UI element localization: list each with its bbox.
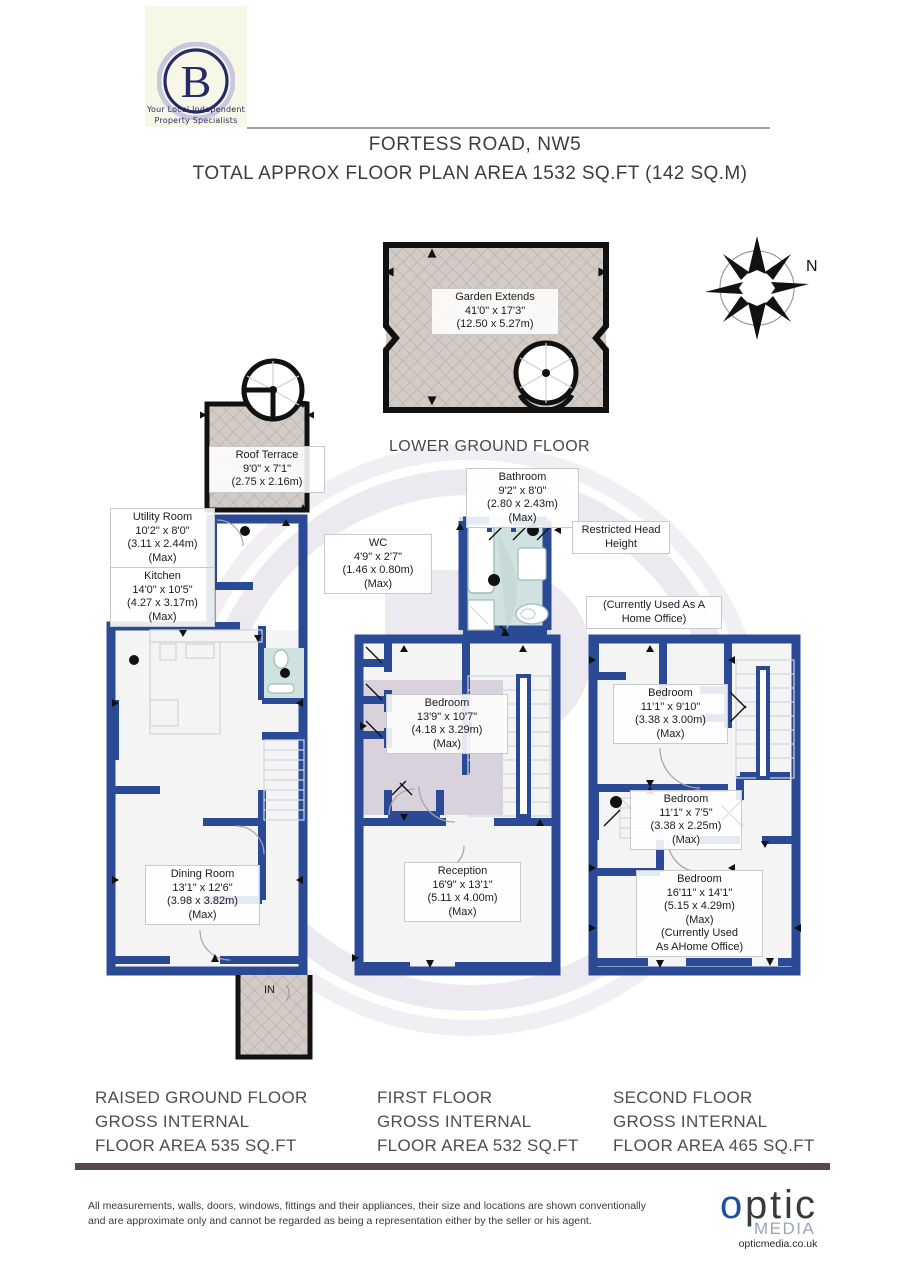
bedroom-second-b-metric: (3.38 x 2.25m) xyxy=(650,820,722,832)
page-header: B Your Local Independent Property Specia… xyxy=(0,0,905,200)
garden-spiral-stair-icon xyxy=(513,340,579,413)
bathroom-name: Bathroom xyxy=(498,471,547,483)
label-wc: WC 4'9" x 2'7" (1.46 x 0.80m) (Max) xyxy=(324,534,432,594)
page-subtitle: TOTAL APPROX FLOOR PLAN AREA 1532 SQ.FT … xyxy=(192,163,748,184)
reception-imperial: 16'9" x 13'1" xyxy=(432,878,493,891)
bedroom-first-note: (Max) xyxy=(432,737,462,750)
label-home-office-note: (Currently Used As A Home Office) xyxy=(586,596,722,629)
logo-tagline-line2: Property Specialists xyxy=(154,116,238,125)
dining-room-note: (Max) xyxy=(188,908,217,921)
bedroom-second-b-note: (Max) xyxy=(671,833,701,846)
label-dining-room: Dining Room 13'1" x 12'6" (3.98 x 3.82m)… xyxy=(145,865,260,925)
caption-second-floor: SECOND FLOOR GROSS INTERNAL FLOOR AREA 4… xyxy=(613,1088,815,1155)
caption-lower-ground: LOWER GROUND FLOOR xyxy=(389,438,590,455)
bathroom-metric: (2.80 x 2.43m) xyxy=(487,498,558,510)
wc-metric: (1.46 x 0.80m) xyxy=(342,564,414,576)
utility-room-name: Utility Room xyxy=(132,511,193,523)
bedroom-second-c-note: (Max) (Currently Used As AHome Office) xyxy=(655,913,744,953)
kitchen-imperial: 14'0" x 10'5" xyxy=(132,583,193,596)
label-garden-extends: Garden Extends 41'0" x 17'3" (12.50 x 5.… xyxy=(431,288,559,335)
reception-name: Reception xyxy=(437,865,488,877)
svg-text:MEDIA: MEDIA xyxy=(754,1219,815,1238)
bedroom-second-c-metric: (5.15 x 4.29m) xyxy=(664,900,735,912)
reception-metric: (5.11 x 4.00m) xyxy=(427,892,498,904)
svg-text:p: p xyxy=(745,1183,767,1227)
kitchen-note: (Max) xyxy=(148,610,177,623)
label-reception: Reception 16'9" x 13'1" (5.11 x 4.00m) (… xyxy=(404,862,521,922)
bedroom-first-name: Bedroom xyxy=(424,697,470,709)
utility-room-note: (Max) xyxy=(148,551,177,564)
caption-first-floor: FIRST FLOOR GROSS INTERNAL FLOOR AREA 53… xyxy=(377,1088,579,1155)
label-bathroom: Bathroom 9'2" x 8'0" (2.80 x 2.43m) (Max… xyxy=(466,468,579,528)
kitchen-metric: (4.27 x 3.17m) xyxy=(127,597,198,609)
label-bedroom-first: Bedroom 13'9" x 10'7" (4.18 x 3.29m) (Ma… xyxy=(386,694,508,754)
bedroom-second-b-name: Bedroom xyxy=(663,793,709,805)
label-roof-terrace: Roof Terrace 9'0" x 7'1" (2.75 x 2.16m) xyxy=(209,446,325,493)
wc-note: (Max) xyxy=(363,577,393,590)
bedroom-second-a-note: (Max) xyxy=(656,727,685,740)
label-utility-room: Utility Room 10'2" x 8'0" (3.11 x 2.44m)… xyxy=(110,508,215,568)
page-title: FORTESS ROAD, NW5 xyxy=(368,134,582,155)
compass-rose-icon xyxy=(705,236,809,340)
agency-logo: B Your Local Independent Property Specia… xyxy=(145,6,247,127)
dining-room-imperial: 13'1" x 12'6" xyxy=(172,881,233,894)
reception-note: (Max) xyxy=(448,905,477,918)
bedroom-second-a-name: Bedroom xyxy=(648,687,693,699)
garden-name: Garden Extends xyxy=(455,291,535,303)
garden-metric: (12.50 x 5.27m) xyxy=(456,318,534,330)
garden-imperial: 41'0" x 17'3" xyxy=(464,304,526,317)
kitchen-name: Kitchen xyxy=(144,570,181,582)
label-restricted-head-height: Restricted Head Height xyxy=(572,521,670,554)
svg-text:o: o xyxy=(720,1183,742,1227)
bedroom-second-c-imperial: 16'11" x 14'1" xyxy=(666,886,733,899)
header-divider xyxy=(247,127,770,129)
wc-imperial: 4'9" x 2'7" xyxy=(353,550,403,563)
bedroom-second-a-imperial: 11'1" x 9'10" xyxy=(640,700,701,713)
bedroom-first-metric: (4.18 x 3.29m) xyxy=(411,724,483,736)
utility-room-metric: (3.11 x 2.44m) xyxy=(127,538,198,550)
label-bedroom-second-c: Bedroom 16'11" x 14'1" (5.15 x 4.29m) (M… xyxy=(636,870,763,957)
roof-terrace-imperial: 9'0" x 7'1" xyxy=(242,462,292,475)
label-bedroom-second-b: Bedroom 11'1" x 7'5" (3.38 x 2.25m) (Max… xyxy=(630,790,742,850)
utility-room-imperial: 10'2" x 8'0" xyxy=(135,524,190,537)
roof-terrace-metric: (2.75 x 2.16m) xyxy=(231,476,303,488)
label-kitchen: Kitchen 14'0" x 10'5" (4.27 x 3.17m) (Ma… xyxy=(110,567,215,627)
logo-tagline: Your Local Independent Property Speciali… xyxy=(145,104,247,126)
footer-divider xyxy=(75,1163,830,1170)
svg-text:t: t xyxy=(770,1183,781,1227)
entrance-in-label: IN xyxy=(264,984,275,996)
bedroom-first-imperial: 13'9" x 10'7" xyxy=(416,710,478,723)
svg-text:B: B xyxy=(181,56,212,107)
bedroom-second-c-name: Bedroom xyxy=(677,873,722,885)
caption-raised-ground-floor: RAISED GROUND FLOOR GROSS INTERNAL FLOOR… xyxy=(95,1088,308,1155)
roof-terrace-name: Roof Terrace xyxy=(235,449,299,461)
label-bedroom-second-a: Bedroom 11'1" x 9'10" (3.38 x 3.00m) (Ma… xyxy=(613,684,728,744)
optic-media-url: opticmedia.co.uk xyxy=(738,1238,818,1250)
bathroom-note: (Max) xyxy=(508,511,537,524)
dining-room-name: Dining Room xyxy=(170,868,235,880)
terrace-spiral-stair-icon xyxy=(241,358,305,422)
logo-b-icon: B xyxy=(157,42,235,120)
svg-text:i: i xyxy=(784,1183,793,1227)
logo-tagline-line1: Your Local Independent xyxy=(146,105,245,114)
wc-name: WC xyxy=(368,537,388,549)
bedroom-second-a-metric: (3.38 x 3.00m) xyxy=(635,714,706,726)
compass-north-label: N xyxy=(806,258,818,275)
bedroom-second-b-imperial: 11'1" x 7'5" xyxy=(659,806,713,819)
footer-disclaimer: All measurements, walls, doors, windows,… xyxy=(88,1200,646,1227)
dining-room-metric: (3.98 x 3.82m) xyxy=(167,895,238,907)
optic-media-logo: o p t i c MEDIA xyxy=(720,1183,815,1238)
bathroom-imperial: 9'2" x 8'0" xyxy=(498,484,547,497)
svg-text:c: c xyxy=(795,1183,815,1227)
